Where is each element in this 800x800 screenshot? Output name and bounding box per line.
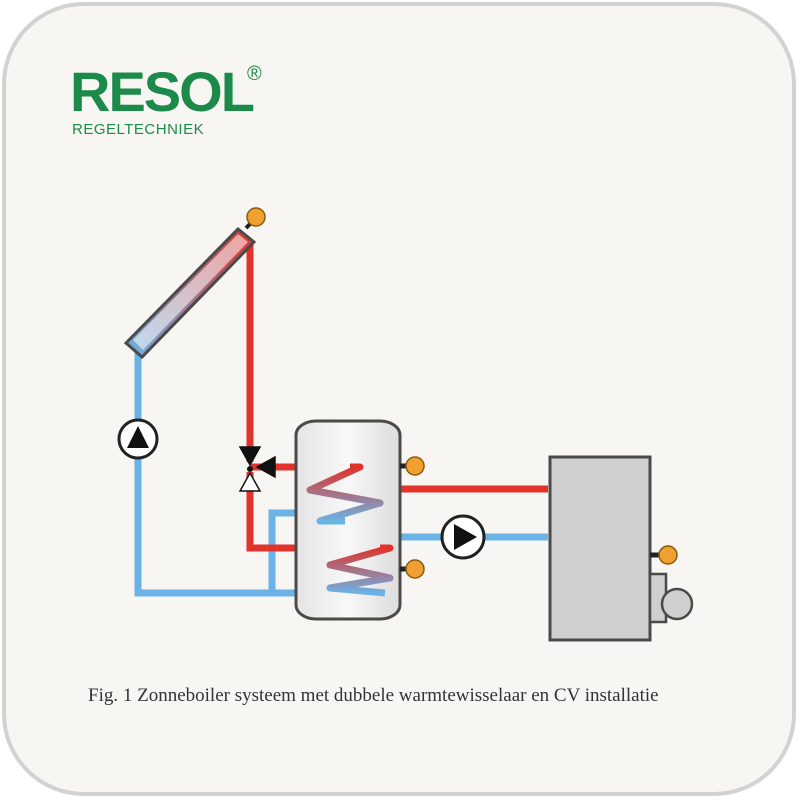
cv-boiler — [548, 455, 694, 642]
solar-storage-tank — [294, 419, 402, 621]
resol-logo: RESOL — [70, 60, 255, 123]
solar-pump-icon — [117, 418, 159, 460]
registered-mark: ® — [247, 63, 262, 85]
cv-pump-icon — [440, 514, 486, 560]
tank-sensor-top — [400, 456, 425, 476]
tank-sensor-bottom — [400, 559, 425, 579]
figure-caption: Fig. 1 Zonneboiler systeem met dubbele w… — [88, 685, 659, 706]
logo-subtitle: REGELTECHNIEK — [72, 121, 205, 138]
collector-sensor — [244, 207, 266, 230]
lower-heat-exchanger — [326, 544, 394, 597]
burner-fan — [660, 587, 694, 621]
cv-sensor — [650, 545, 678, 565]
solar-collector — [123, 226, 257, 360]
three-way-valve — [238, 446, 276, 492]
upper-heat-exchanger — [306, 463, 384, 525]
